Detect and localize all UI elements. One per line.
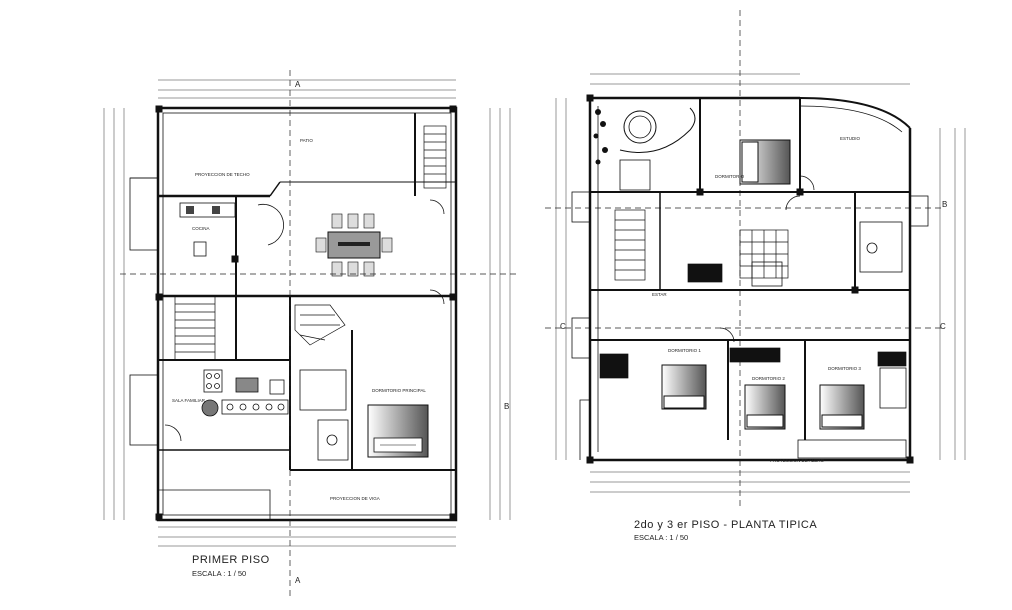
section-marker-a-bottom: A: [295, 576, 301, 585]
note-label: PROYECCION DE VIGA: [330, 496, 380, 501]
note-label: PROYECCION DE TECHO: [195, 172, 250, 177]
section-marker-a-top: A: [295, 80, 301, 89]
first-floor-plan: [129, 105, 458, 522]
bed-dormitorio-3: [819, 384, 865, 430]
room-label: DORMITORIO 2: [752, 376, 785, 381]
kitchen-counter: [179, 202, 236, 218]
stairs-typical-floor: [599, 209, 907, 379]
stairs-first-floor: [174, 125, 447, 361]
typical-floor-title: 2do y 3 er PISO - PLANTA TIPICA: [634, 519, 818, 531]
dining-table: [315, 213, 393, 277]
room-label: ESTUDIO: [840, 136, 861, 141]
typical-floor-plan: [571, 94, 929, 464]
first-floor-dimensions: [103, 79, 511, 547]
room-label: COCINA: [192, 226, 210, 231]
note-label: PROYECCION DE ALERO: [770, 458, 825, 463]
section-marker-b-first: B: [504, 402, 510, 411]
room-label: SALA FAMILIAR: [172, 398, 206, 403]
first-floor-outer-wall: [156, 106, 458, 522]
bed-dormitorio-2: [744, 384, 786, 430]
bed-dormitorio-1: [661, 364, 707, 410]
first-floor-scale: ESCALA : 1 / 50: [192, 569, 247, 578]
typical-floor-dimensions: [555, 73, 966, 493]
plant-icons: [593, 109, 608, 165]
section-marker-c-right: C: [940, 322, 946, 331]
first-floor-title: PRIMER PISO: [192, 554, 270, 566]
room-label: PATIO: [300, 138, 313, 143]
room-label: COMEDOR: [338, 241, 362, 246]
room-label: DORMITORIO PRINCIPAL: [372, 388, 426, 393]
family-room-furniture: [201, 369, 289, 417]
master-bed: [367, 404, 429, 458]
section-marker-b-typical: B: [942, 200, 948, 209]
section-marker-c-left: C: [560, 322, 566, 331]
typical-floor-scale: ESCALA : 1 / 50: [634, 533, 689, 542]
room-label: DORMITORIO 1: [668, 348, 701, 353]
room-label: ESTAR: [652, 292, 667, 297]
room-label: DORMITORIO 3: [828, 366, 861, 371]
bed-dormitorio: [739, 139, 791, 185]
room-label: DORMITORIO: [715, 174, 745, 179]
